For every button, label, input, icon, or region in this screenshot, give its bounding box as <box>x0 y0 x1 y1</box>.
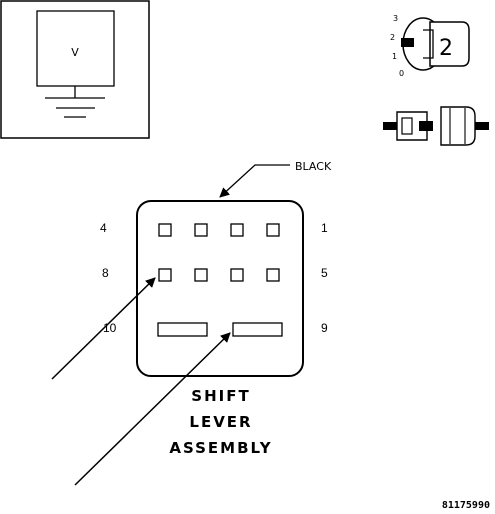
pin-cavity <box>194 223 208 237</box>
probe-arrow-pin-9 <box>74 332 231 486</box>
pin-label-5: 5 <box>321 266 328 280</box>
ignition-key-icon: 3 2 1 0 2 <box>390 14 470 78</box>
component-name-line-2: LEVER <box>189 413 252 431</box>
probe-arrow-pin-8 <box>51 277 156 380</box>
pin-row-middle <box>158 268 280 282</box>
pin-cavity <box>158 223 172 237</box>
component-name-line-1: SHIFT <box>191 387 250 405</box>
pin-cavity <box>158 268 172 282</box>
pin-row-top <box>158 223 280 237</box>
pin-label-1: 1 <box>321 221 328 235</box>
figure-id: 81175990 <box>442 500 490 511</box>
voltmeter-panel: V <box>0 0 150 139</box>
pin-cavity <box>230 268 244 282</box>
pin-label-8: 8 <box>102 266 109 280</box>
pin-cavity <box>266 223 280 237</box>
ignition-position-2: 2 <box>390 33 395 42</box>
component-name-line-3: ASSEMBLY <box>169 439 272 457</box>
connector-color-label: BLACK <box>295 160 332 173</box>
voltmeter-symbol: V <box>71 46 79 59</box>
pin-label-4: 4 <box>100 221 107 235</box>
connector-icon <box>383 106 489 146</box>
color-label-leader <box>219 164 290 198</box>
voltmeter-frame <box>0 0 150 139</box>
terminal-pin-10 <box>157 322 208 337</box>
pin-cavity <box>194 268 208 282</box>
terminal-pin-9 <box>232 322 283 337</box>
ignition-position-3: 3 <box>393 14 398 23</box>
ignition-position-1: 1 <box>392 52 397 61</box>
pin-cavity <box>230 223 244 237</box>
pin-label-10: 10 <box>103 321 117 335</box>
pin-label-9: 9 <box>321 321 328 335</box>
pin-cavity <box>266 268 280 282</box>
ground-icon <box>45 97 105 118</box>
key-number: 2 <box>439 36 453 61</box>
ignition-position-0: 0 <box>399 69 404 78</box>
